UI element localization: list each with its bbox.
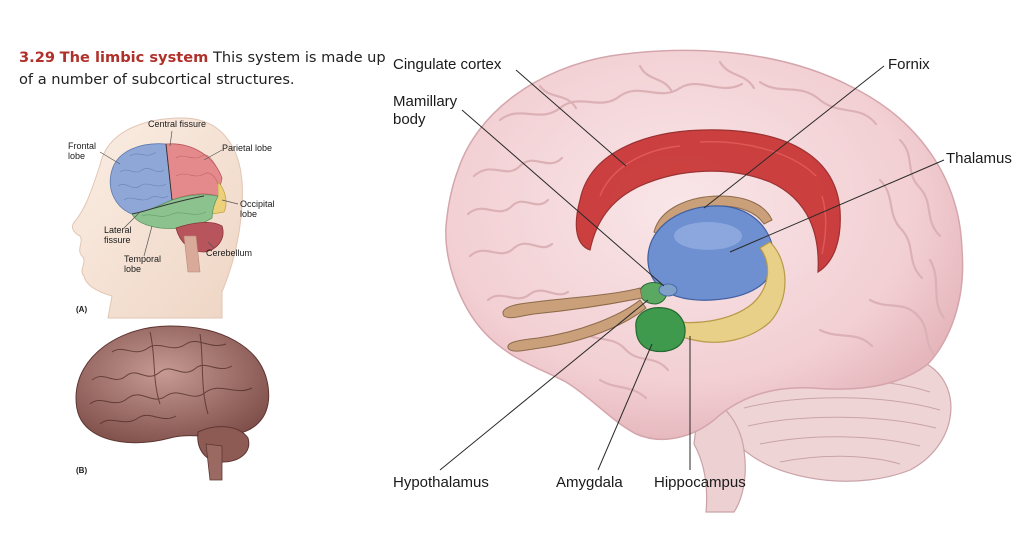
panel-a-lateral-brain: Central fissure Frontal lobe Parietal lo… <box>68 117 275 319</box>
label-fornix: Fornix <box>888 56 930 73</box>
real-brain-cerebellum <box>197 426 250 463</box>
real-brain-stem <box>205 443 223 481</box>
label-amygdala: Amygdala <box>556 474 623 491</box>
panel-b-real-brain: (B) <box>75 325 270 481</box>
label-cerebellum: Cerebellum <box>206 248 252 258</box>
label-frontal-lobe-2: lobe <box>68 151 85 161</box>
mamillary-body <box>658 283 678 297</box>
figure-caption: 3.29 The limbic system This system is ma… <box>19 47 391 91</box>
label-hippocampus: Hippocampus <box>654 474 746 491</box>
label-mamillary-body-2: body <box>393 111 426 128</box>
real-brain-cerebrum <box>75 325 270 444</box>
caption-number: 3.29 <box>19 49 56 66</box>
label-thalamus: Thalamus <box>946 150 1012 167</box>
frontal-gyri <box>117 151 169 201</box>
central-fissure-line <box>165 143 173 201</box>
label-temporal-lobe-2: lobe <box>124 264 141 274</box>
parietal-gyri <box>175 154 219 185</box>
leader-mamillary-body <box>461 109 665 287</box>
leader-temporal-lobe <box>143 225 153 257</box>
leader-cerebellum <box>207 241 215 249</box>
label-frontal-lobe-1: Frontal <box>68 141 96 151</box>
panel-b-id: (B) <box>76 466 87 475</box>
leader-occipital-lobe <box>221 199 239 205</box>
leader-lateral-fissure <box>123 211 141 229</box>
olfactory-tract-upper <box>502 287 643 319</box>
cingulate-cortex <box>575 129 841 274</box>
cerebrum-gyri <box>466 60 946 400</box>
temporal-gyri <box>141 211 207 217</box>
label-central-fissure: Central fissure <box>148 119 206 129</box>
label-hypothalamus: Hypothalamus <box>393 474 489 491</box>
limbic-system-diagram: Cingulate cortex Fornix Mamillary body T… <box>393 49 1012 513</box>
label-lateral-fissure-2: fissure <box>104 235 131 245</box>
leader-hypothalamus <box>439 299 649 471</box>
panel-a-id: (A) <box>76 305 87 314</box>
leader-amygdala <box>597 343 653 471</box>
thalamus-highlight <box>674 222 742 250</box>
leader-frontal-lobe <box>99 151 121 165</box>
amygdala <box>635 307 686 353</box>
label-occipital-lobe-1: Occipital <box>240 199 275 209</box>
olfactory-tract-lower <box>507 299 647 352</box>
label-parietal-lobe: Parietal lobe <box>222 143 272 153</box>
lateral-fissure-line <box>131 195 205 215</box>
temporal-lobe <box>131 194 219 229</box>
leader-central-fissure <box>169 130 173 147</box>
label-temporal-lobe-1: Temporal <box>124 254 161 264</box>
leader-cingulate-cortex <box>515 69 627 167</box>
leader-parietal-lobe <box>203 149 223 161</box>
label-cingulate-cortex: Cingulate cortex <box>393 56 502 73</box>
real-brain-sulci <box>89 331 253 425</box>
leader-fornix <box>703 65 885 209</box>
caption-title: The limbic system <box>59 49 209 66</box>
leader-thalamus <box>729 159 945 253</box>
caption-text: This system is made up of a number of su… <box>19 49 386 88</box>
brain-stem <box>183 235 201 273</box>
label-mamillary-body-1: Mamillary <box>393 93 458 110</box>
cingulate-texture <box>599 141 827 255</box>
label-occipital-lobe-2: lobe <box>240 209 257 219</box>
label-lateral-fissure-1: Lateral <box>104 225 132 235</box>
